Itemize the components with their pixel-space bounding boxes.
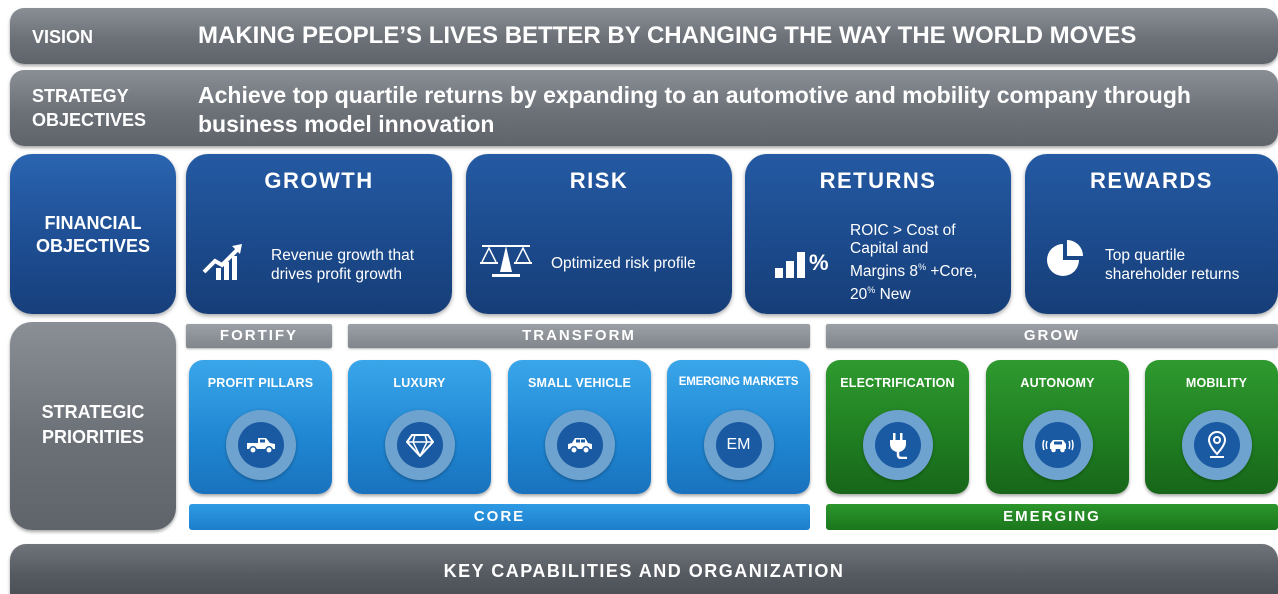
tile-electrification-circle-inner — [874, 422, 921, 468]
core-strip: CORE — [189, 504, 810, 530]
diamond-icon — [405, 434, 434, 457]
returns-text-line1: ROIC > Cost of — [850, 222, 956, 239]
growth-text: Revenue growth that drives profit growth — [271, 246, 414, 284]
tile-small-vehicle-label: SMALL VEHICLE — [527, 376, 632, 390]
risk-text: Optimized risk profile — [551, 255, 696, 272]
returns-line3-post: +Core, — [926, 263, 978, 281]
tile-luxury-circle — [384, 410, 455, 480]
returns-text: ROIC > Cost of Capital and Margins 8% +C… — [850, 222, 977, 304]
tile-autonomy: AUTONOMY — [986, 360, 1129, 494]
vision-label: VISION — [32, 27, 94, 47]
tile-profit-pillars-circle — [225, 410, 296, 480]
risk-title: RISK — [569, 168, 629, 193]
transform-header: TRANSFORM — [348, 324, 810, 348]
growth-text-line2: drives profit growth — [271, 266, 402, 283]
autonomous-car-icon — [1041, 439, 1074, 453]
pie-chart-icon — [1043, 238, 1087, 282]
tile-small-vehicle: SMALL VEHICLE — [508, 360, 651, 494]
pickup-truck-icon — [246, 438, 275, 454]
financial-label-line2: OBJECTIVES — [35, 236, 151, 256]
returns-text-line3: Margins 8% +Core, — [850, 258, 977, 281]
growth-title: GROWTH — [264, 168, 374, 193]
em-icon: EM — [726, 436, 751, 453]
tile-mobility: MOBILITY — [1145, 360, 1278, 494]
strategy-text: Achieve top quartile returns by expandin… — [198, 81, 1191, 139]
tile-emerging-markets-circle-inner: EM — [715, 422, 762, 468]
vision-text: MAKING PEOPLE’S LIVES BETTER BY CHANGING… — [198, 22, 1137, 49]
strategy-text-line1: Achieve top quartile returns by expandin… — [198, 82, 1191, 108]
returns-line4-post: New — [875, 286, 911, 304]
tile-mobility-circle-inner — [1193, 422, 1240, 468]
tile-electrification-label: ELECTRIFICATION — [840, 376, 955, 390]
tile-autonomy-label: AUTONOMY — [1020, 376, 1095, 390]
growth-text-line1: Revenue growth that — [271, 247, 415, 264]
rewards-text: Top quartile shareholder returns — [1105, 246, 1239, 284]
small-car-icon — [567, 438, 592, 454]
strategy-bar: STRATEGY OBJECTIVES Achieve top quartile… — [10, 70, 1278, 146]
risk-card: RISK Optimized risk profile — [466, 154, 732, 314]
rewards-card: REWARDS Top quartile shareholder returns — [1025, 154, 1278, 314]
financial-label-line1: FINANCIAL — [44, 213, 142, 233]
returns-title: RETURNS — [819, 168, 937, 193]
strategy-label: STRATEGY OBJECTIVES — [32, 84, 146, 132]
tile-electrification: ELECTRIFICATION — [826, 360, 969, 494]
tile-luxury-circle-inner — [396, 422, 443, 468]
tile-mobility-circle — [1181, 410, 1252, 480]
tile-mobility-label: MOBILITY — [1185, 376, 1248, 390]
percent-bars-icon: % — [773, 246, 839, 280]
rewards-text-line1: Top quartile — [1105, 247, 1186, 264]
strategy-label-line1: STRATEGY — [32, 86, 129, 106]
balance-scale-icon — [478, 240, 534, 280]
strategy-label-line2: OBJECTIVES — [32, 110, 147, 130]
returns-card: RETURNS % ROIC > Cost of Capital and Mar… — [745, 154, 1011, 314]
returns-line3-sup: % — [918, 262, 927, 272]
tile-autonomy-circle — [1022, 410, 1093, 480]
tile-small-vehicle-circle-inner — [556, 422, 603, 468]
tile-small-vehicle-circle — [544, 410, 615, 480]
tile-profit-pillars: PROFIT PILLARS — [189, 360, 332, 494]
svg-text:%: % — [809, 250, 829, 275]
financial-objectives-panel: FINANCIAL OBJECTIVES — [10, 154, 176, 314]
tile-emerging-markets-label: EMERGING MARKETS — [678, 376, 799, 388]
returns-line4-pre: 20 — [850, 286, 868, 304]
priorities-label-line2: PRIORITIES — [41, 427, 144, 447]
tile-luxury: LUXURY — [348, 360, 491, 494]
emerging-strip: EMERGING — [826, 504, 1278, 530]
tile-emerging-markets: EMERGING MARKETS EM — [667, 360, 810, 494]
returns-line4-sup: % — [867, 285, 876, 296]
financial-label: FINANCIAL OBJECTIVES — [10, 212, 176, 258]
returns-text-line4: 20% New — [850, 281, 977, 304]
returns-line3-pre: Margins 8 — [850, 263, 919, 281]
growth-card: GROWTH Revenue growth that drives profit… — [186, 154, 452, 314]
priorities-label: STRATEGIC PRIORITIES — [10, 400, 176, 450]
strategy-text-line2: business model innovation — [198, 111, 495, 137]
growth-chart-icon — [202, 242, 246, 282]
strategic-priorities-panel: STRATEGIC PRIORITIES — [10, 322, 176, 530]
location-pin-icon — [1207, 430, 1226, 458]
tile-emerging-markets-circle: EM — [703, 410, 774, 480]
vision-bar: VISION MAKING PEOPLE’S LIVES BETTER BY C… — [10, 8, 1278, 64]
tile-electrification-circle — [862, 410, 933, 480]
returns-text-line2: Capital and — [850, 240, 929, 257]
grow-header: GROW — [826, 324, 1278, 348]
rewards-title: REWARDS — [1090, 168, 1213, 193]
fortify-header: FORTIFY — [186, 324, 332, 348]
key-capabilities-text: KEY CAPABILITIES AND ORGANIZATION — [443, 561, 845, 581]
electric-plug-icon — [889, 433, 907, 459]
priorities-label-line1: STRATEGIC — [41, 402, 145, 422]
tile-profit-pillars-circle-inner — [237, 422, 284, 468]
tile-autonomy-circle-inner — [1034, 422, 1081, 468]
tile-luxury-label: LUXURY — [393, 376, 446, 390]
rewards-text-line2: shareholder returns — [1105, 266, 1240, 283]
tile-profit-pillars-label: PROFIT PILLARS — [207, 376, 314, 390]
key-capabilities-bar: KEY CAPABILITIES AND ORGANIZATION — [10, 544, 1278, 594]
